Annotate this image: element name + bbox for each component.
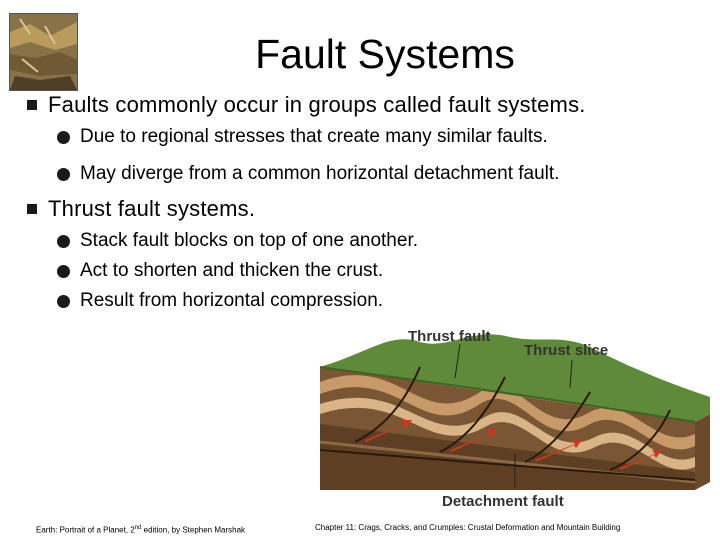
round-bullet-icon [57,235,70,248]
round-bullet-icon [57,131,70,144]
slide-title: Fault Systems [255,31,515,77]
label-thrust-slice: Thrust slice [524,342,608,359]
bullet-text: Thrust fault systems. [48,196,256,221]
footer-chapter: Chapter 11: Crags, Cracks, and Crumples:… [315,523,621,532]
square-bullet-icon [27,204,37,214]
thrust-fault-diagram: Thrust fault Thrust slice Detachment fau… [310,322,720,520]
chapter-logo-image [9,13,78,91]
sub-bullet-text: May diverge from a common horizontal det… [80,163,560,184]
bullet-text: Faults commonly occur in groups called f… [48,92,586,117]
square-bullet-icon [27,100,37,110]
sub-bullet-text: Act to shorten and thicken the crust. [80,260,384,281]
round-bullet-icon [57,295,70,308]
label-thrust-fault: Thrust fault [408,328,491,345]
round-bullet-icon [57,168,70,181]
sub-bullet-text: Stack fault blocks on top of one another… [80,230,419,251]
sub-bullet-text: Result from horizontal compression. [80,290,384,311]
footer-citation: Earth: Portrait of a Planet, 2nd edition… [36,525,246,535]
round-bullet-icon [57,265,70,278]
label-detachment-fault: Detachment fault [442,493,564,510]
sub-bullet-text: Due to regional stresses that create man… [80,126,548,147]
